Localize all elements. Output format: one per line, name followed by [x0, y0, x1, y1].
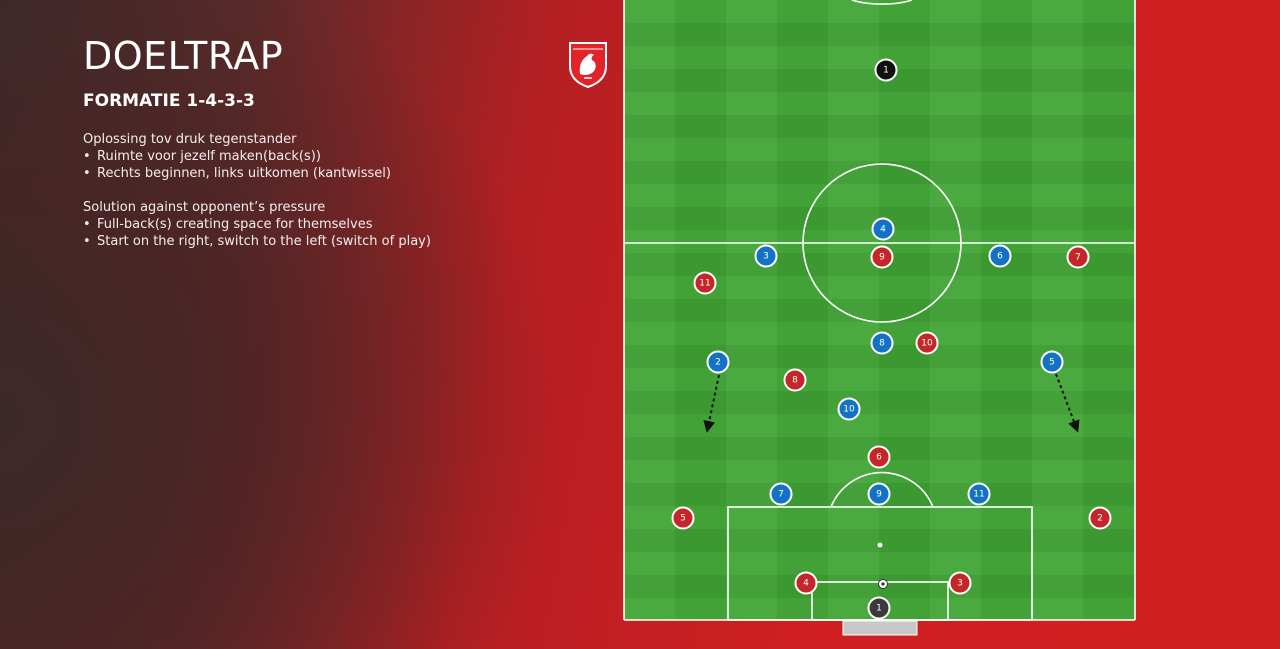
goal	[842, 620, 918, 636]
nl-heading: Oplossing tov druk tegenstander	[83, 132, 297, 147]
ball-icon	[878, 579, 888, 589]
blue-player-7: 7	[769, 482, 793, 506]
red-player-8: 8	[783, 368, 807, 392]
player-number: 10	[843, 405, 855, 415]
nl-points: Ruimte voor jezelf maken(back(s)) Rechts…	[83, 148, 431, 182]
blue-player-8: 8	[870, 331, 894, 355]
arrow-player-2	[703, 374, 720, 433]
player-number: 7	[778, 490, 784, 500]
blue-player-10: 10	[837, 397, 861, 421]
player-number: 6	[876, 453, 882, 463]
blue-player-9: 9	[867, 482, 891, 506]
red-player-7: 7	[1066, 245, 1090, 269]
formation-title: FORMATIE 1-4-3-3	[83, 91, 255, 111]
page-title: DOELTRAP	[83, 34, 284, 78]
blue-player-2: 2	[706, 350, 730, 374]
player-number: 9	[879, 253, 885, 263]
player-number: 1	[883, 66, 889, 76]
red-player-11: 11	[693, 271, 717, 295]
player-number: 6	[997, 252, 1003, 262]
player-number: 10	[921, 339, 933, 349]
own-keeper: 1	[867, 596, 891, 620]
en-points: Full-back(s) creating space for themselv…	[83, 216, 431, 250]
player-number: 4	[880, 225, 886, 235]
title-block: DOELTRAP FORMATIE 1-4-3-3 Oplossing tov …	[83, 34, 431, 250]
red-player-5: 5	[671, 506, 695, 530]
en-point: Start on the right, switch to the left (…	[83, 233, 431, 250]
penalty-spot	[877, 542, 883, 548]
blue-player-11: 11	[967, 482, 991, 506]
nl-point: Ruimte voor jezelf maken(back(s))	[83, 148, 431, 165]
red-player-6: 6	[867, 445, 891, 469]
pitch-lines	[623, 0, 1136, 621]
player-number: 5	[680, 514, 686, 524]
player-number: 8	[879, 339, 885, 349]
opponent-keeper: 1	[874, 58, 898, 82]
red-player-9: 9	[870, 245, 894, 269]
player-number: 1	[876, 604, 882, 614]
description: Oplossing tov druk tegenstander Ruimte v…	[83, 131, 431, 250]
en-heading: Solution against opponent’s pressure	[83, 200, 326, 215]
nl-point: Rechts beginnen, links uitkomen (kantwis…	[83, 165, 431, 182]
player-number: 11	[699, 279, 710, 289]
red-player-10: 10	[915, 331, 939, 355]
blue-player-6: 6	[988, 244, 1012, 268]
red-player-4: 4	[794, 571, 818, 595]
player-number: 11	[973, 490, 984, 500]
player-number: 8	[792, 376, 798, 386]
red-player-3: 3	[948, 571, 972, 595]
player-number: 3	[763, 252, 769, 262]
player-number: 9	[876, 490, 882, 500]
red-player-2: 2	[1088, 506, 1112, 530]
blue-player-3: 3	[754, 244, 778, 268]
player-number: 2	[1097, 514, 1103, 524]
blue-player-5: 5	[1040, 350, 1064, 374]
player-number: 7	[1075, 253, 1081, 263]
club-crest-icon	[569, 42, 607, 88]
player-number: 2	[715, 358, 721, 368]
en-point: Full-back(s) creating space for themselv…	[83, 216, 431, 233]
player-number: 4	[803, 579, 809, 589]
blue-player-4: 4	[871, 217, 895, 241]
player-number: 3	[957, 579, 963, 589]
player-number: 5	[1049, 358, 1055, 368]
